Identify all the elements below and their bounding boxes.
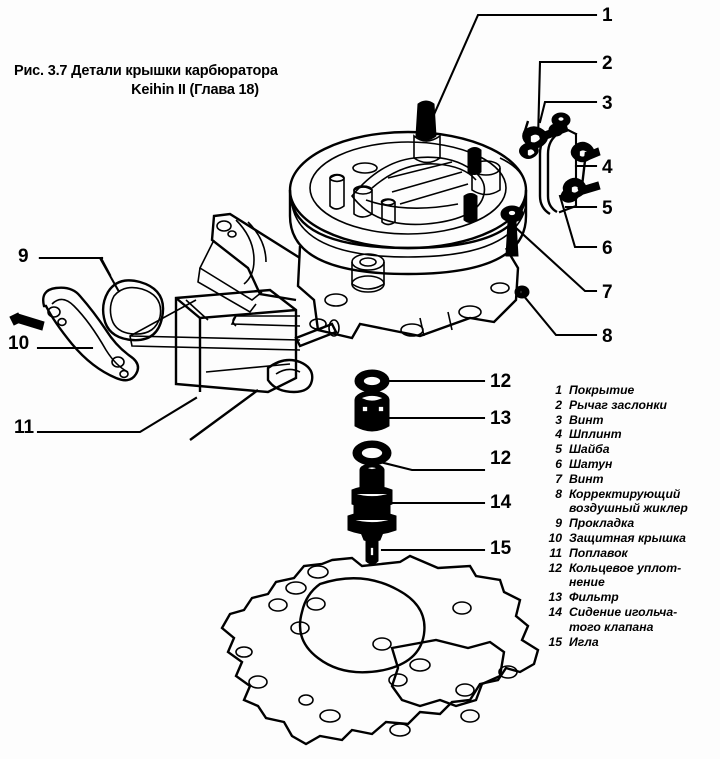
legend-item-number: 14: [548, 604, 562, 619]
leader-lines-left: [36, 256, 198, 434]
part-oring-12-upper: [354, 369, 390, 393]
callout-3: 3: [602, 93, 613, 114]
legend-item: 10 Защитная крышка: [540, 531, 720, 546]
figure-title: Рис. 3.7 Детали крышки карбюратора Keihi…: [14, 62, 354, 100]
leader-lines-center: [362, 379, 486, 552]
callout-14: 14: [490, 492, 512, 513]
legend-item-number: 1: [555, 383, 562, 397]
part-cover-screw: [9, 312, 45, 331]
callout-10: 10: [8, 333, 30, 354]
callout-6: 6: [602, 238, 613, 259]
callout-9: 9: [18, 246, 29, 267]
part-bottom-gasket: [220, 554, 540, 746]
part-needle-seat-14: [347, 463, 397, 542]
legend-item-number: 9: [555, 516, 562, 531]
callout-12-lower: 12: [490, 448, 512, 469]
legend-item-label: Игла: [569, 634, 599, 649]
legend-item: 5 Шайба: [540, 442, 720, 457]
legend-item-label: Сидение игольча- того клапана: [569, 604, 678, 634]
parts-legend: 1 Покрытие 2 Рычаг заслонки 3 Винт 4 Шпл…: [540, 383, 720, 649]
part-filter-13: [354, 390, 390, 432]
legend-item: 8 Корректирующий воздушный жиклер: [540, 487, 720, 517]
part-float-11: [174, 288, 340, 441]
legend-item: 9 Прокладка: [540, 516, 720, 531]
part-gasket-9: [101, 279, 165, 342]
legend-item: 14 Сидение игольча- того клапана: [540, 605, 720, 635]
legend-item-number: 3: [555, 412, 562, 427]
callout-1: 1: [602, 5, 613, 26]
part-protective-cover-10: [42, 286, 140, 382]
legend-item: 7 Винт: [540, 472, 720, 487]
callout-7: 7: [602, 282, 613, 303]
legend-item-number: 5: [555, 442, 562, 457]
legend-item-number: 15: [548, 634, 562, 649]
legend-item-label: Поплавок: [569, 545, 628, 560]
legend-item-number: 10: [548, 530, 562, 545]
legend-item-label: Покрытие: [569, 383, 635, 397]
legend-item-number: 4: [555, 427, 562, 442]
legend-item-number: 8: [555, 486, 562, 501]
part-screw-7: [500, 205, 524, 257]
legend-item: 13 Фильтр: [540, 590, 720, 605]
figure-title-line1: Рис. 3.7 Детали крышки карбюратора: [14, 63, 278, 79]
legend-item-label: Кольцевое уплот- нение: [569, 560, 682, 590]
legend-item: 12 Кольцевое уплот- нение: [540, 561, 720, 591]
legend-item: 6 Шатун: [540, 457, 720, 472]
part-connecting-rod-6: [562, 141, 601, 199]
legend-item: 4 Шплинт: [540, 427, 720, 442]
callout-11: 11: [14, 417, 35, 438]
legend-item-number: 6: [555, 456, 562, 471]
callout-8: 8: [602, 326, 613, 347]
part-oring-12-lower: [352, 440, 392, 466]
legend-item-number: 12: [548, 560, 562, 575]
callout-2: 2: [602, 53, 613, 74]
legend-item: 1 Покрытие: [540, 383, 720, 398]
callout-12-upper: 12: [490, 371, 512, 392]
legend-item-label: Шайба: [569, 442, 610, 457]
carburettor-cover-body: [129, 130, 528, 351]
legend-item: 15 Игла: [540, 635, 720, 650]
part-needle-15: [365, 536, 379, 565]
leader-lines-right: [426, 13, 598, 337]
legend-item-label: Рычаг заслонки: [569, 397, 667, 412]
legend-item-label: Шплинт: [569, 427, 622, 442]
callout-4: 4: [602, 157, 613, 178]
legend-item-number: 13: [548, 590, 562, 605]
legend-item: 11 Поплавок: [540, 546, 720, 561]
callout-15: 15: [490, 538, 512, 559]
part-split-pin-4: [538, 123, 564, 216]
legend-item: 3 Винт: [540, 413, 720, 428]
legend-item-label: Винт: [569, 471, 604, 486]
part-air-correction-jet-8: [514, 285, 530, 299]
part-cover-stud: [413, 100, 441, 164]
legend-item-number: 7: [555, 471, 562, 486]
part-screw-3: [551, 112, 571, 128]
legend-item: 2 Рычаг заслонки: [540, 398, 720, 413]
legend-item-label: Фильтр: [569, 590, 619, 605]
legend-item-label: Шатун: [569, 456, 613, 471]
legend-item-number: 11: [549, 545, 562, 560]
legend-item-label: Прокладка: [569, 516, 635, 531]
legend-item-label: Защитная крышка: [569, 530, 686, 545]
figure-title-line2: Keihin II (Глава 18): [131, 82, 259, 98]
callout-13: 13: [490, 408, 512, 429]
legend-item-label: Винт: [569, 412, 604, 427]
legend-item-label: Корректирующий воздушный жиклер: [569, 486, 688, 516]
part-throttle-lever-2: [519, 120, 569, 159]
callout-5: 5: [602, 198, 613, 219]
part-washer-5: [560, 187, 580, 203]
legend-item-number: 2: [555, 397, 562, 412]
